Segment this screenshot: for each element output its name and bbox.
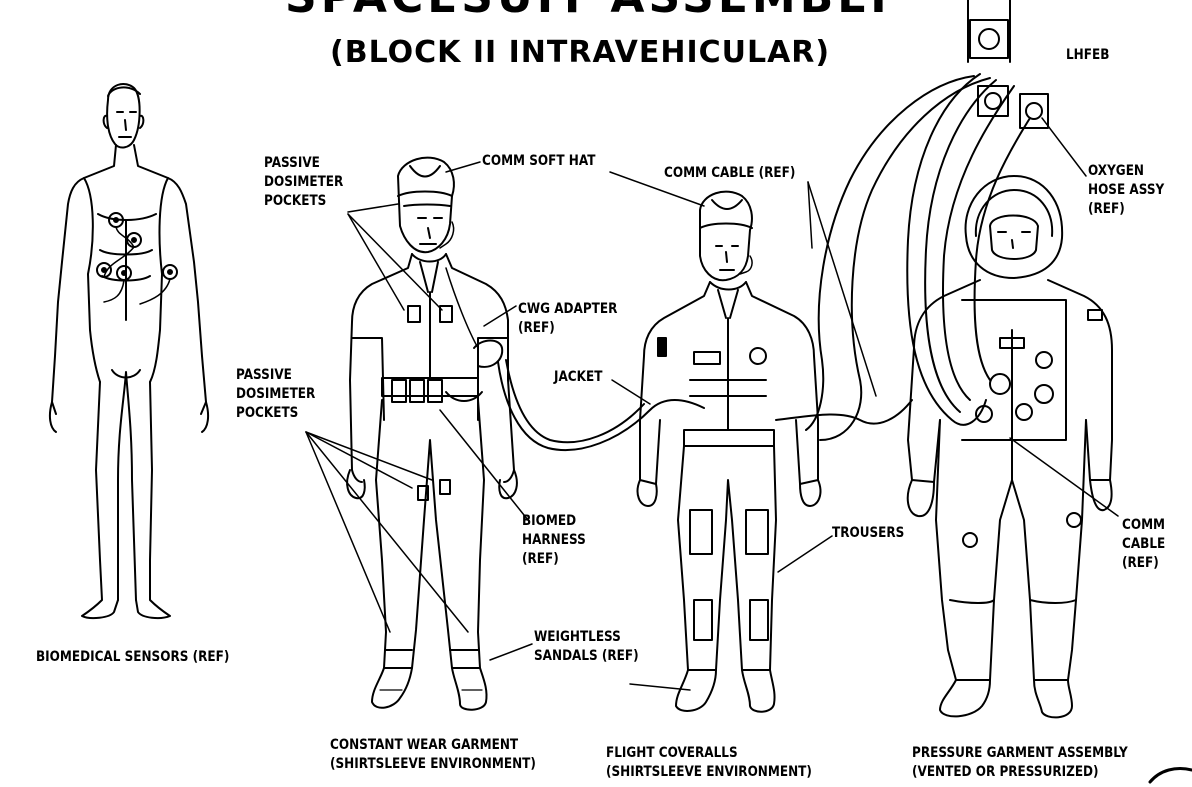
lhfeb-panels: [968, 0, 1048, 128]
label-comm-soft-hat: COMM SOFT HAT: [482, 152, 595, 171]
label-biomed-harness: BIOMED HARNESS (REF): [522, 512, 586, 569]
caption-pressure-garment: PRESSURE GARMENT ASSEMBLY (VENTED OR PRE…: [912, 744, 1128, 782]
figure-pressure-garment: [908, 176, 1112, 717]
figure-constant-wear-garment: [347, 158, 517, 710]
label-jacket: JACKET: [554, 368, 602, 387]
label-comm-cable-right: COMM CABLE (REF): [1122, 516, 1165, 573]
caption-flight-coveralls: FLIGHT COVERALLS (SHIRTSLEEVE ENVIRONMEN…: [606, 744, 812, 782]
figure-flight-coveralls: [638, 192, 821, 712]
caption-constant-wear-garment: CONSTANT WEAR GARMENT (SHIRTSLEEVE ENVIR…: [330, 736, 536, 774]
label-passive-dosimeter-top: PASSIVE DOSIMETER POCKETS: [264, 154, 343, 211]
label-weightless-sandals: WEIGHTLESS SANDALS (REF): [534, 628, 639, 666]
hoses-and-cables: [498, 74, 1030, 450]
label-lhfeb: LHFEB: [1066, 46, 1109, 65]
label-biomedical-sensors: BIOMEDICAL SENSORS (REF): [36, 648, 229, 667]
label-comm-cable-top: COMM CABLE (REF): [664, 164, 795, 183]
label-passive-dosimeter-left: PASSIVE DOSIMETER POCKETS: [236, 366, 315, 423]
label-oxygen-hose: OXYGEN HOSE ASSY (REF): [1088, 162, 1164, 219]
figure-biomedical-sensors: [50, 84, 208, 618]
label-trousers: TROUSERS: [832, 524, 904, 543]
label-cwg-adapter: CWG ADAPTER (REF): [518, 300, 617, 338]
corner-mark: [1150, 769, 1192, 783]
